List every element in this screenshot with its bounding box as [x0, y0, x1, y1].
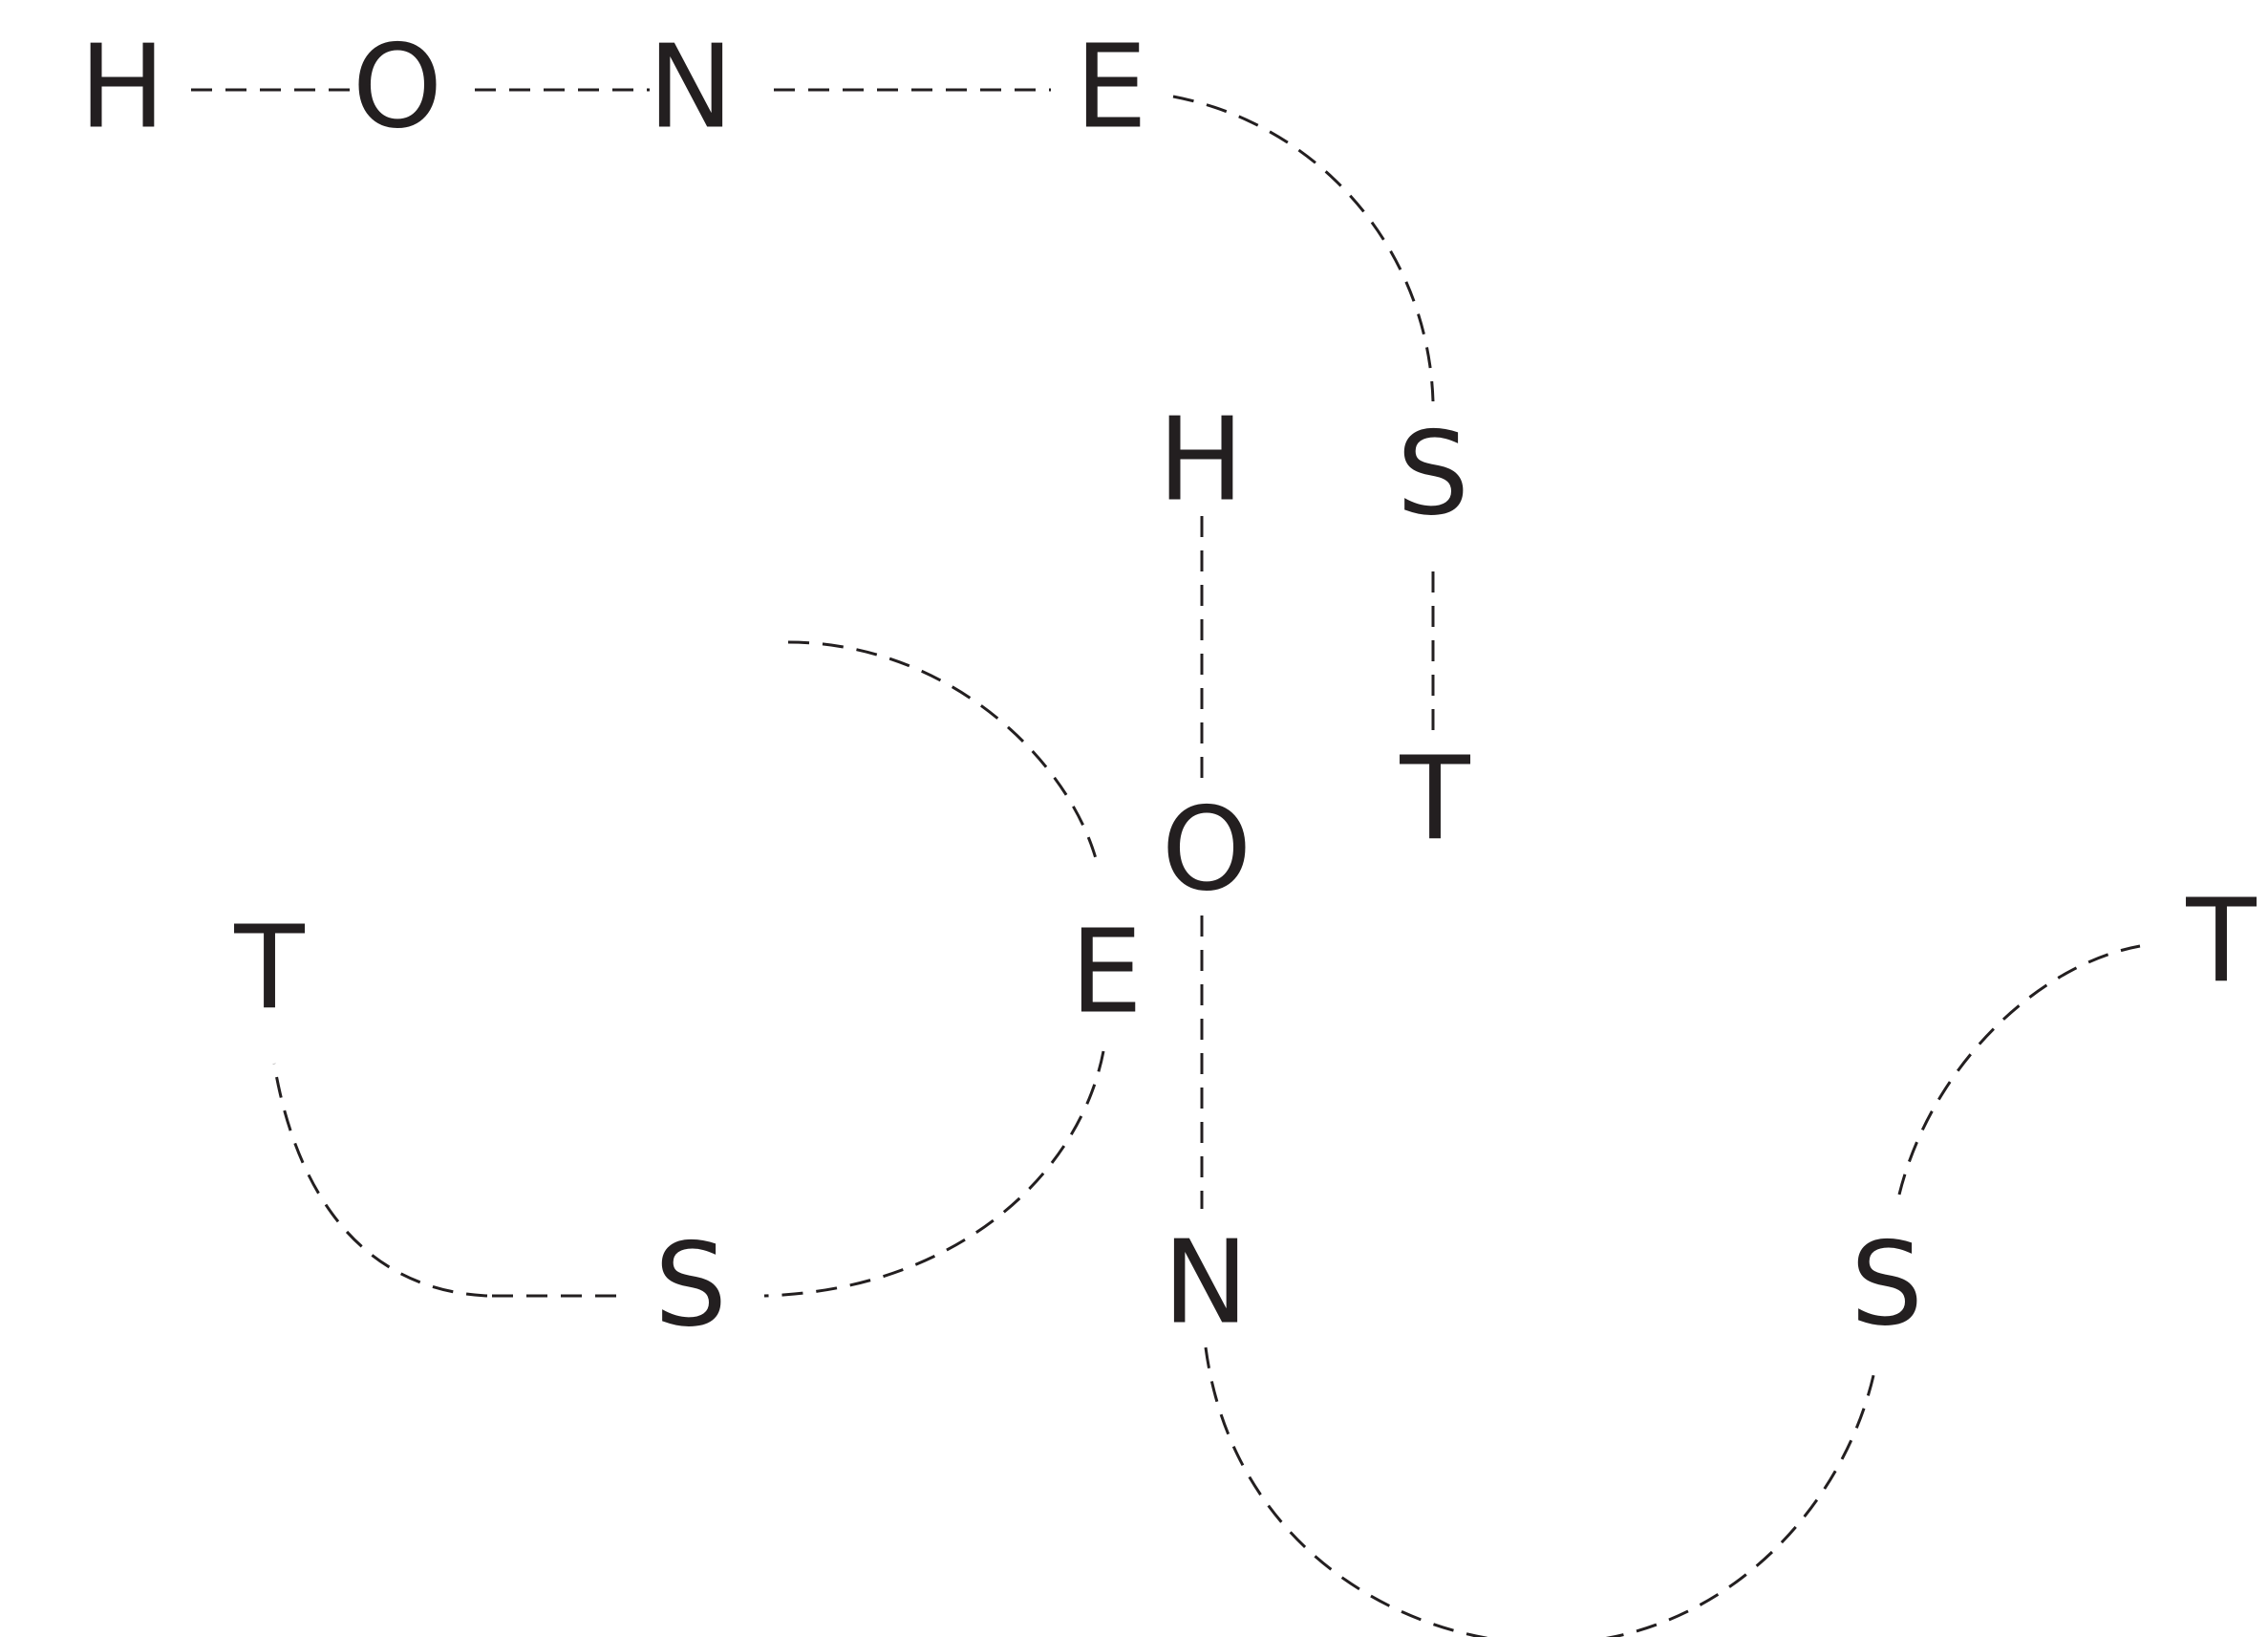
connector-t-left-curve	[272, 1063, 488, 1298]
letter-n-mid: N	[1163, 1217, 1249, 1350]
connector-e-s-curve	[1172, 95, 1435, 402]
letter-t-left: T	[233, 903, 305, 1036]
letter-n-top: N	[648, 22, 734, 155]
letter-e-mid: E	[1070, 907, 1143, 1040]
connector-arc-to-e-mid	[787, 640, 1101, 871]
letter-t-right: T	[2185, 876, 2257, 1009]
letter-h-top: H	[79, 22, 165, 155]
connectors	[191, 88, 2141, 1637]
letter-s-left: S	[654, 1220, 727, 1353]
letter-o-top: O	[353, 22, 442, 155]
connector-s-t-right-curve	[1897, 944, 2141, 1195]
letter-t-upper: T	[1399, 734, 1470, 867]
connector-e-s-left-curve	[763, 1050, 1105, 1298]
letters: H O N E S T H O E T S N S T	[79, 22, 2257, 1353]
letter-s-upper: S	[1397, 409, 1469, 542]
letter-o-mid: O	[1162, 785, 1252, 917]
letter-e-top: E	[1075, 22, 1147, 155]
letter-s-right: S	[1851, 1219, 1923, 1352]
connector-n-s-bottom-curve	[1204, 1346, 1876, 1637]
letter-h-mid: H	[1158, 395, 1244, 528]
